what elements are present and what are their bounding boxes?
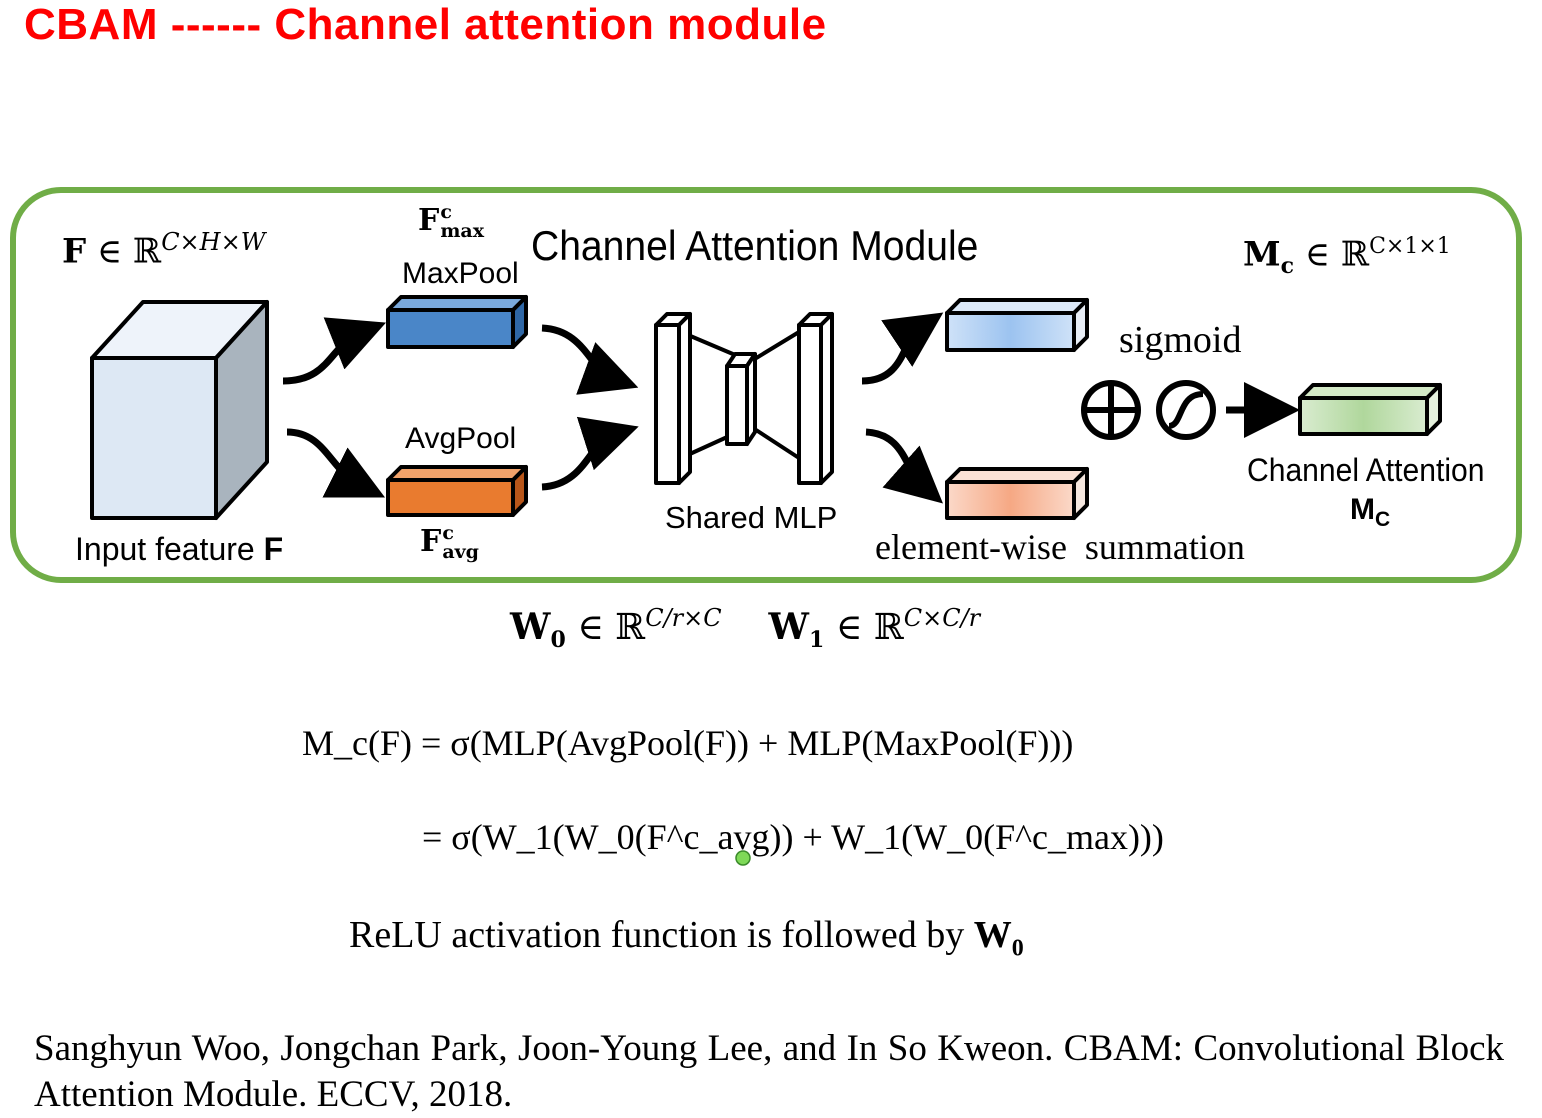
w0-dims: C/r×C <box>645 604 722 632</box>
w0-relation: ∈ ℝ <box>577 607 646 648</box>
channel-attention-label: Channel Attention <box>1247 452 1485 488</box>
output-tensor-relation: ∈ ℝ <box>1304 234 1370 275</box>
input-label-symbol: F <box>263 531 284 567</box>
output-tensor-notation: Mc ∈ ℝC×1×1 <box>1243 234 1451 279</box>
w1-dims: C×C/r <box>903 604 981 632</box>
mlp-output-maxpool-bar <box>945 298 1089 352</box>
w1-symbol: W <box>768 606 809 648</box>
slide-title: CBAM ------ Channel attention module <box>24 0 827 49</box>
citation: Sanghyun Woo, Jongchan Park, Joon-Young … <box>34 1028 1504 1115</box>
favg-sub: avg <box>442 541 479 563</box>
relu-note-symbol: W <box>973 914 1012 956</box>
sum-label: element-wise summation <box>875 527 1245 567</box>
channel-attention-symbol-base: M <box>1350 493 1375 526</box>
input-tensor-notation: F ∈ ℝC×H×W <box>62 228 265 271</box>
arrow-maxpool-to-mlp <box>541 324 639 395</box>
module-title: Channel Attention Module <box>531 222 979 269</box>
sigmoid-operator-icon <box>1156 380 1216 440</box>
shared-mlp-label: Shared MLP <box>665 500 838 535</box>
channel-attention-symbol-sub: C <box>1375 508 1391 531</box>
input-tensor-relation: ∈ ℝ <box>96 231 162 272</box>
fmax-sup: c <box>440 201 452 223</box>
input-feature-cube <box>90 300 269 520</box>
favg-base: F <box>420 524 442 559</box>
arrow-mlp-to-orange <box>865 428 943 504</box>
w1-relation: ∈ ℝ <box>835 607 904 648</box>
channel-attention-bar <box>1298 383 1442 436</box>
input-label-text: Input feature <box>75 531 255 567</box>
avgpool-label: AvgPool <box>405 422 517 455</box>
input-tensor-symbol: F <box>62 231 87 272</box>
w0-sub: 0 <box>550 627 566 654</box>
shared-mlp-block <box>654 312 834 485</box>
avgpool-bar <box>386 465 528 517</box>
favg-sup: c <box>442 522 454 544</box>
sum-operator-icon <box>1081 380 1141 440</box>
equation-line-1: M_c(F) = σ(MLP(AvgPool(F)) + MLP(MaxPool… <box>302 723 1074 763</box>
relu-note-sub: 0 <box>1011 935 1024 962</box>
arrow-input-to-avgpool <box>286 428 386 498</box>
w1-sub: 1 <box>808 627 825 654</box>
maxpool-bar <box>386 295 528 349</box>
fmax-base: F <box>418 203 440 238</box>
module-frame <box>10 187 1522 583</box>
sigmoid-label: sigmoid <box>1119 319 1242 361</box>
mlp-output-avgpool-bar <box>945 467 1089 520</box>
input-feature-label: Input feature F <box>75 531 283 568</box>
weights-notation: W0 ∈ ℝC/r×C W1 ∈ ℝC×C/r <box>510 604 980 653</box>
annotation-dot <box>735 850 751 866</box>
input-tensor-dims: C×H×W <box>161 228 266 256</box>
fmax-sub: max <box>440 220 485 242</box>
maxpool-label: MaxPool <box>402 257 519 290</box>
relu-note-text: ReLU activation function is followed by <box>349 914 965 956</box>
arrow-input-to-maxpool <box>282 317 386 385</box>
channel-attention-symbol: MC <box>1350 493 1390 532</box>
output-tensor-sub: c <box>1280 253 1295 280</box>
arrow-mlp-to-blue <box>861 312 944 385</box>
relu-note: ReLU activation function is followed by … <box>349 913 1024 963</box>
output-tensor-dims: C×1×1 <box>1369 234 1451 259</box>
equation-line-2: = σ(W_1(W_0(F^c_avg)) + W_1(W_0(F^c_max)… <box>422 817 1164 857</box>
output-tensor-symbol: M <box>1243 234 1281 275</box>
w0-symbol: W <box>510 606 551 648</box>
arrow-avgpool-to-mlp <box>541 416 639 491</box>
